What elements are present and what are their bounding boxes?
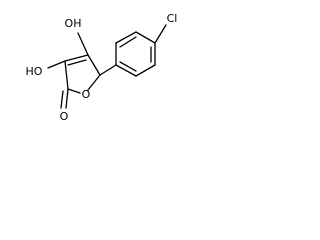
carbonyl-oxygen-label: O (60, 110, 69, 123)
c5-o1-bond (87, 74, 101, 91)
phenyl-bond-5 (135, 64, 156, 77)
phenyl-inner-bond-3 (119, 61, 137, 72)
c4-oh-bond (77, 32, 89, 56)
phenyl-bond-2 (115, 31, 137, 44)
carbonyl-bond-inner (60, 90, 64, 109)
c3-c4-double-bond-outer (64, 54, 89, 62)
chemical-structure-diagram: OH HO O O Cl (26, 12, 178, 123)
o1-c2-bond (67, 88, 81, 94)
chlorine-label: Cl (167, 12, 178, 25)
phenyl-bond-6 (115, 64, 137, 77)
c-cl-bond (154, 24, 167, 44)
carbonyl-bond-outer (65, 88, 69, 109)
ring-oxygen-label: O (82, 88, 91, 101)
c2-c3-bond (64, 60, 69, 90)
hydroxyl-label-left: HO (26, 65, 43, 78)
furanone-ring (64, 54, 101, 94)
c3-ho-bond (47, 60, 66, 69)
phenyl-bond-3 (135, 31, 156, 44)
c4-c5-bond (87, 54, 101, 76)
chlorophenyl-ring (115, 24, 167, 77)
phenyl-inner-bond-1 (119, 36, 137, 48)
c5-phenyl-bond (99, 64, 117, 76)
c3-c4-double-bond-inner (67, 59, 87, 66)
ring-substituents (47, 32, 89, 109)
hydroxyl-label-top: OH (65, 17, 82, 30)
